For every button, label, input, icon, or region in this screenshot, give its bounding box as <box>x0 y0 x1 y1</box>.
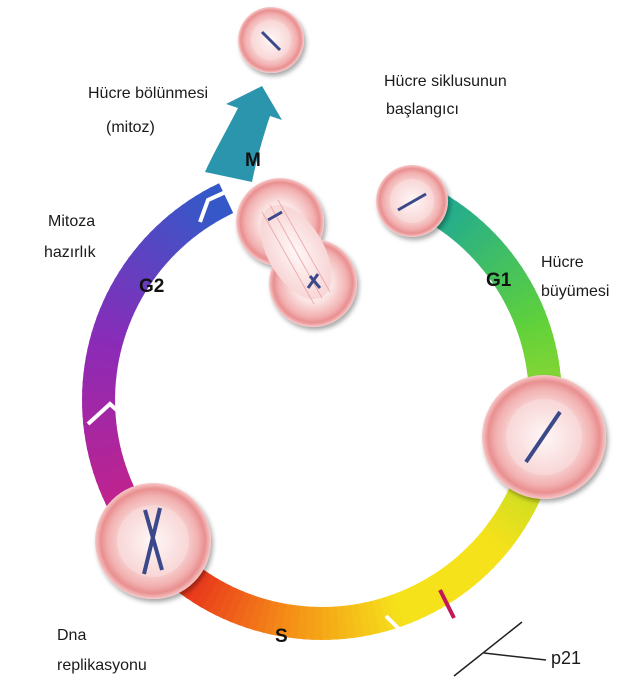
cell-g1-large <box>482 375 606 499</box>
phase-label-s: S <box>275 626 288 648</box>
label-start-line2: başlangıcı <box>386 100 459 120</box>
label-dna-line2: replikasyonu <box>57 656 147 676</box>
label-prep-line1: Mitoza <box>48 212 95 232</box>
label-mitosis-line2: (mitoz) <box>106 118 155 138</box>
cell-dividing <box>236 178 357 327</box>
label-mitosis-line1: Hücre bölünmesi <box>88 84 208 104</box>
cell-top <box>238 7 304 73</box>
label-prep-line2: hazırlık <box>44 243 96 263</box>
phase-label-g1: G1 <box>486 270 511 292</box>
label-growth-line2: büyümesi <box>541 282 609 302</box>
label-p21: p21 <box>551 648 581 668</box>
phase-label-g2: G2 <box>139 276 164 298</box>
label-growth-line1: Hücre <box>541 253 584 273</box>
p21-pointer <box>454 622 546 676</box>
cell-g1-small <box>376 165 448 237</box>
phase-label-m: M <box>245 150 261 172</box>
cell-s-phase <box>95 483 211 599</box>
label-dna-line1: Dna <box>57 626 86 646</box>
label-start-line1: Hücre siklusunun <box>384 72 507 92</box>
mitosis-exit-arrow <box>205 86 282 182</box>
